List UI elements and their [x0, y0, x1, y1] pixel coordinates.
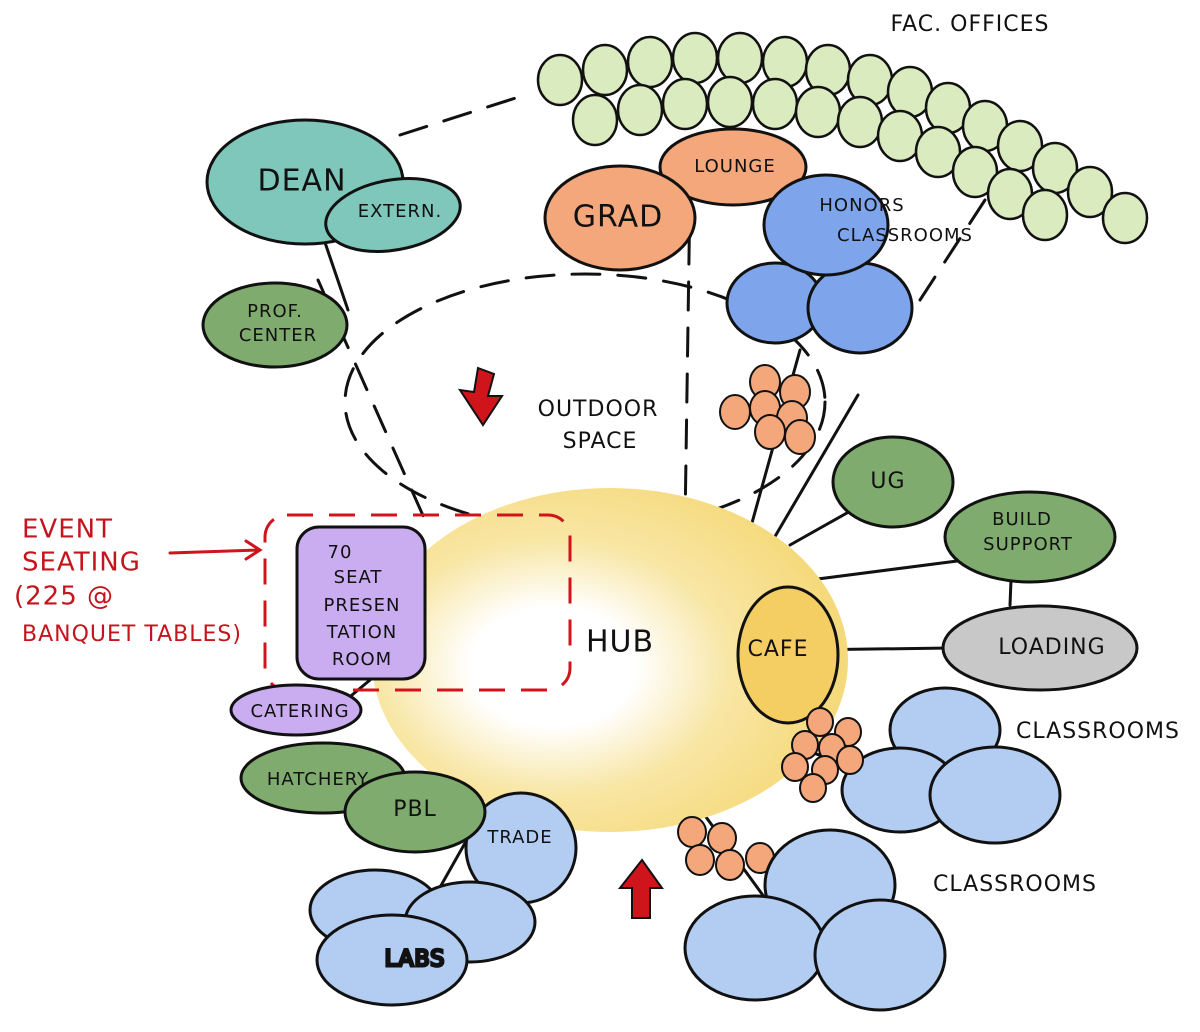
classrooms-upper-cluster [840, 686, 1062, 845]
event-arrow-icon [168, 539, 263, 561]
classrooms-lower-label: CLASSROOMS [933, 872, 1097, 897]
trade-label: TRADE [486, 827, 552, 848]
extern-label: EXTERN. [358, 201, 442, 222]
presentation-label-3: PRESEN [324, 595, 401, 616]
cafe-label: CAFE [748, 637, 809, 662]
classrooms-lower-cluster [683, 828, 947, 1012]
dashed-connections [316, 93, 987, 527]
prof-center-label-1: PROF. [247, 301, 303, 322]
prof-center-bubble: PROF. CENTER [201, 281, 349, 369]
hatchery-label: HATCHERY [267, 769, 369, 790]
build-support-label-2: SUPPORT [983, 534, 1073, 555]
entry-arrow-down-icon [457, 366, 504, 427]
entry-arrow-up-icon [617, 858, 664, 919]
event-seating-zone [263, 513, 572, 692]
pbl-bubble: PBL [343, 770, 487, 854]
grad-bubble: GRAD [543, 164, 697, 272]
catering-label: CATERING [250, 701, 349, 722]
presentation-label-1: 70 [328, 542, 353, 563]
build-support-bubble: BUILD SUPPORT [943, 490, 1117, 584]
hub-label: HUB [586, 625, 654, 660]
pbl-label: PBL [393, 797, 437, 822]
event-label-1: EVENT [22, 515, 113, 545]
event-label-2: SEATING [22, 548, 141, 578]
loading-bubble: LOADING [941, 604, 1139, 692]
presentation-label-2: SEAT [334, 567, 383, 588]
labs-cluster: LABS [308, 868, 537, 1007]
fac-offices-label: FAC. OFFICES [891, 12, 1050, 37]
extern-bubble: EXTERN. [324, 177, 462, 253]
orange-cluster-upper [719, 364, 816, 455]
honors-classrooms-cluster: HONORS CLASSROOMS [725, 173, 973, 355]
classrooms-upper-label: CLASSROOMS [1016, 719, 1180, 744]
event-label-3: (225 @ [14, 582, 114, 612]
honors-label-1: HONORS [819, 195, 904, 216]
prof-center-label-2: CENTER [239, 325, 317, 346]
labs-label: LABS [385, 947, 445, 972]
grad-label: GRAD [573, 200, 664, 235]
lounge-label: LOUNGE [694, 156, 776, 177]
presentation-label-5: ROOM [332, 649, 392, 670]
presentation-label-4: TATION [326, 622, 397, 643]
outdoor-space-label-2: SPACE [563, 429, 638, 454]
ug-label: UG [870, 469, 905, 494]
honors-label-2: CLASSROOMS [837, 225, 973, 246]
catering-bubble: CATERING [229, 683, 363, 737]
orange-cluster-bottom [677, 816, 775, 881]
hub-zone: HUB [372, 488, 848, 832]
presentation-room-bubble: 70 SEAT PRESEN TATION ROOM [295, 525, 427, 681]
cafe-bubble: CAFE [736, 585, 840, 725]
dean-label: DEAN [257, 164, 346, 199]
lounge-bubble: LOUNGE [658, 127, 808, 207]
build-support-label-1: BUILD [992, 509, 1052, 530]
faculty-offices-cluster [536, 31, 1149, 245]
loading-label: LOADING [998, 635, 1105, 660]
orange-cluster-lower [781, 707, 864, 803]
outdoor-space-label-1: OUTDOOR [538, 397, 659, 422]
ug-bubble: UG [831, 435, 955, 529]
event-seating-annotation: EVENT SEATING (225 @ BANQUET TABLES) [14, 515, 263, 647]
event-label-4: BANQUET TABLES) [22, 622, 242, 647]
